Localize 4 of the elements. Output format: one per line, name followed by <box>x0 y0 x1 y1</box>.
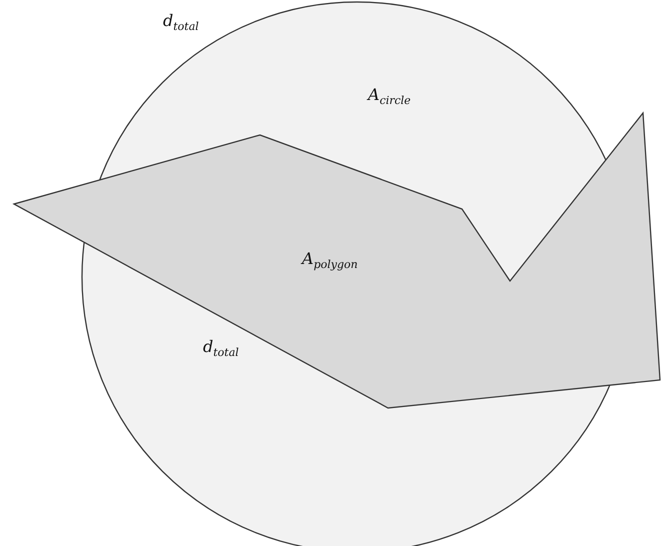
area-label: A$_{circle}$ <box>368 86 411 108</box>
area-label: A$_{polygon}$ <box>302 250 358 272</box>
distance-label: d$_{total}$ <box>203 338 239 360</box>
distance-label: d$_{total}$ <box>163 12 199 34</box>
